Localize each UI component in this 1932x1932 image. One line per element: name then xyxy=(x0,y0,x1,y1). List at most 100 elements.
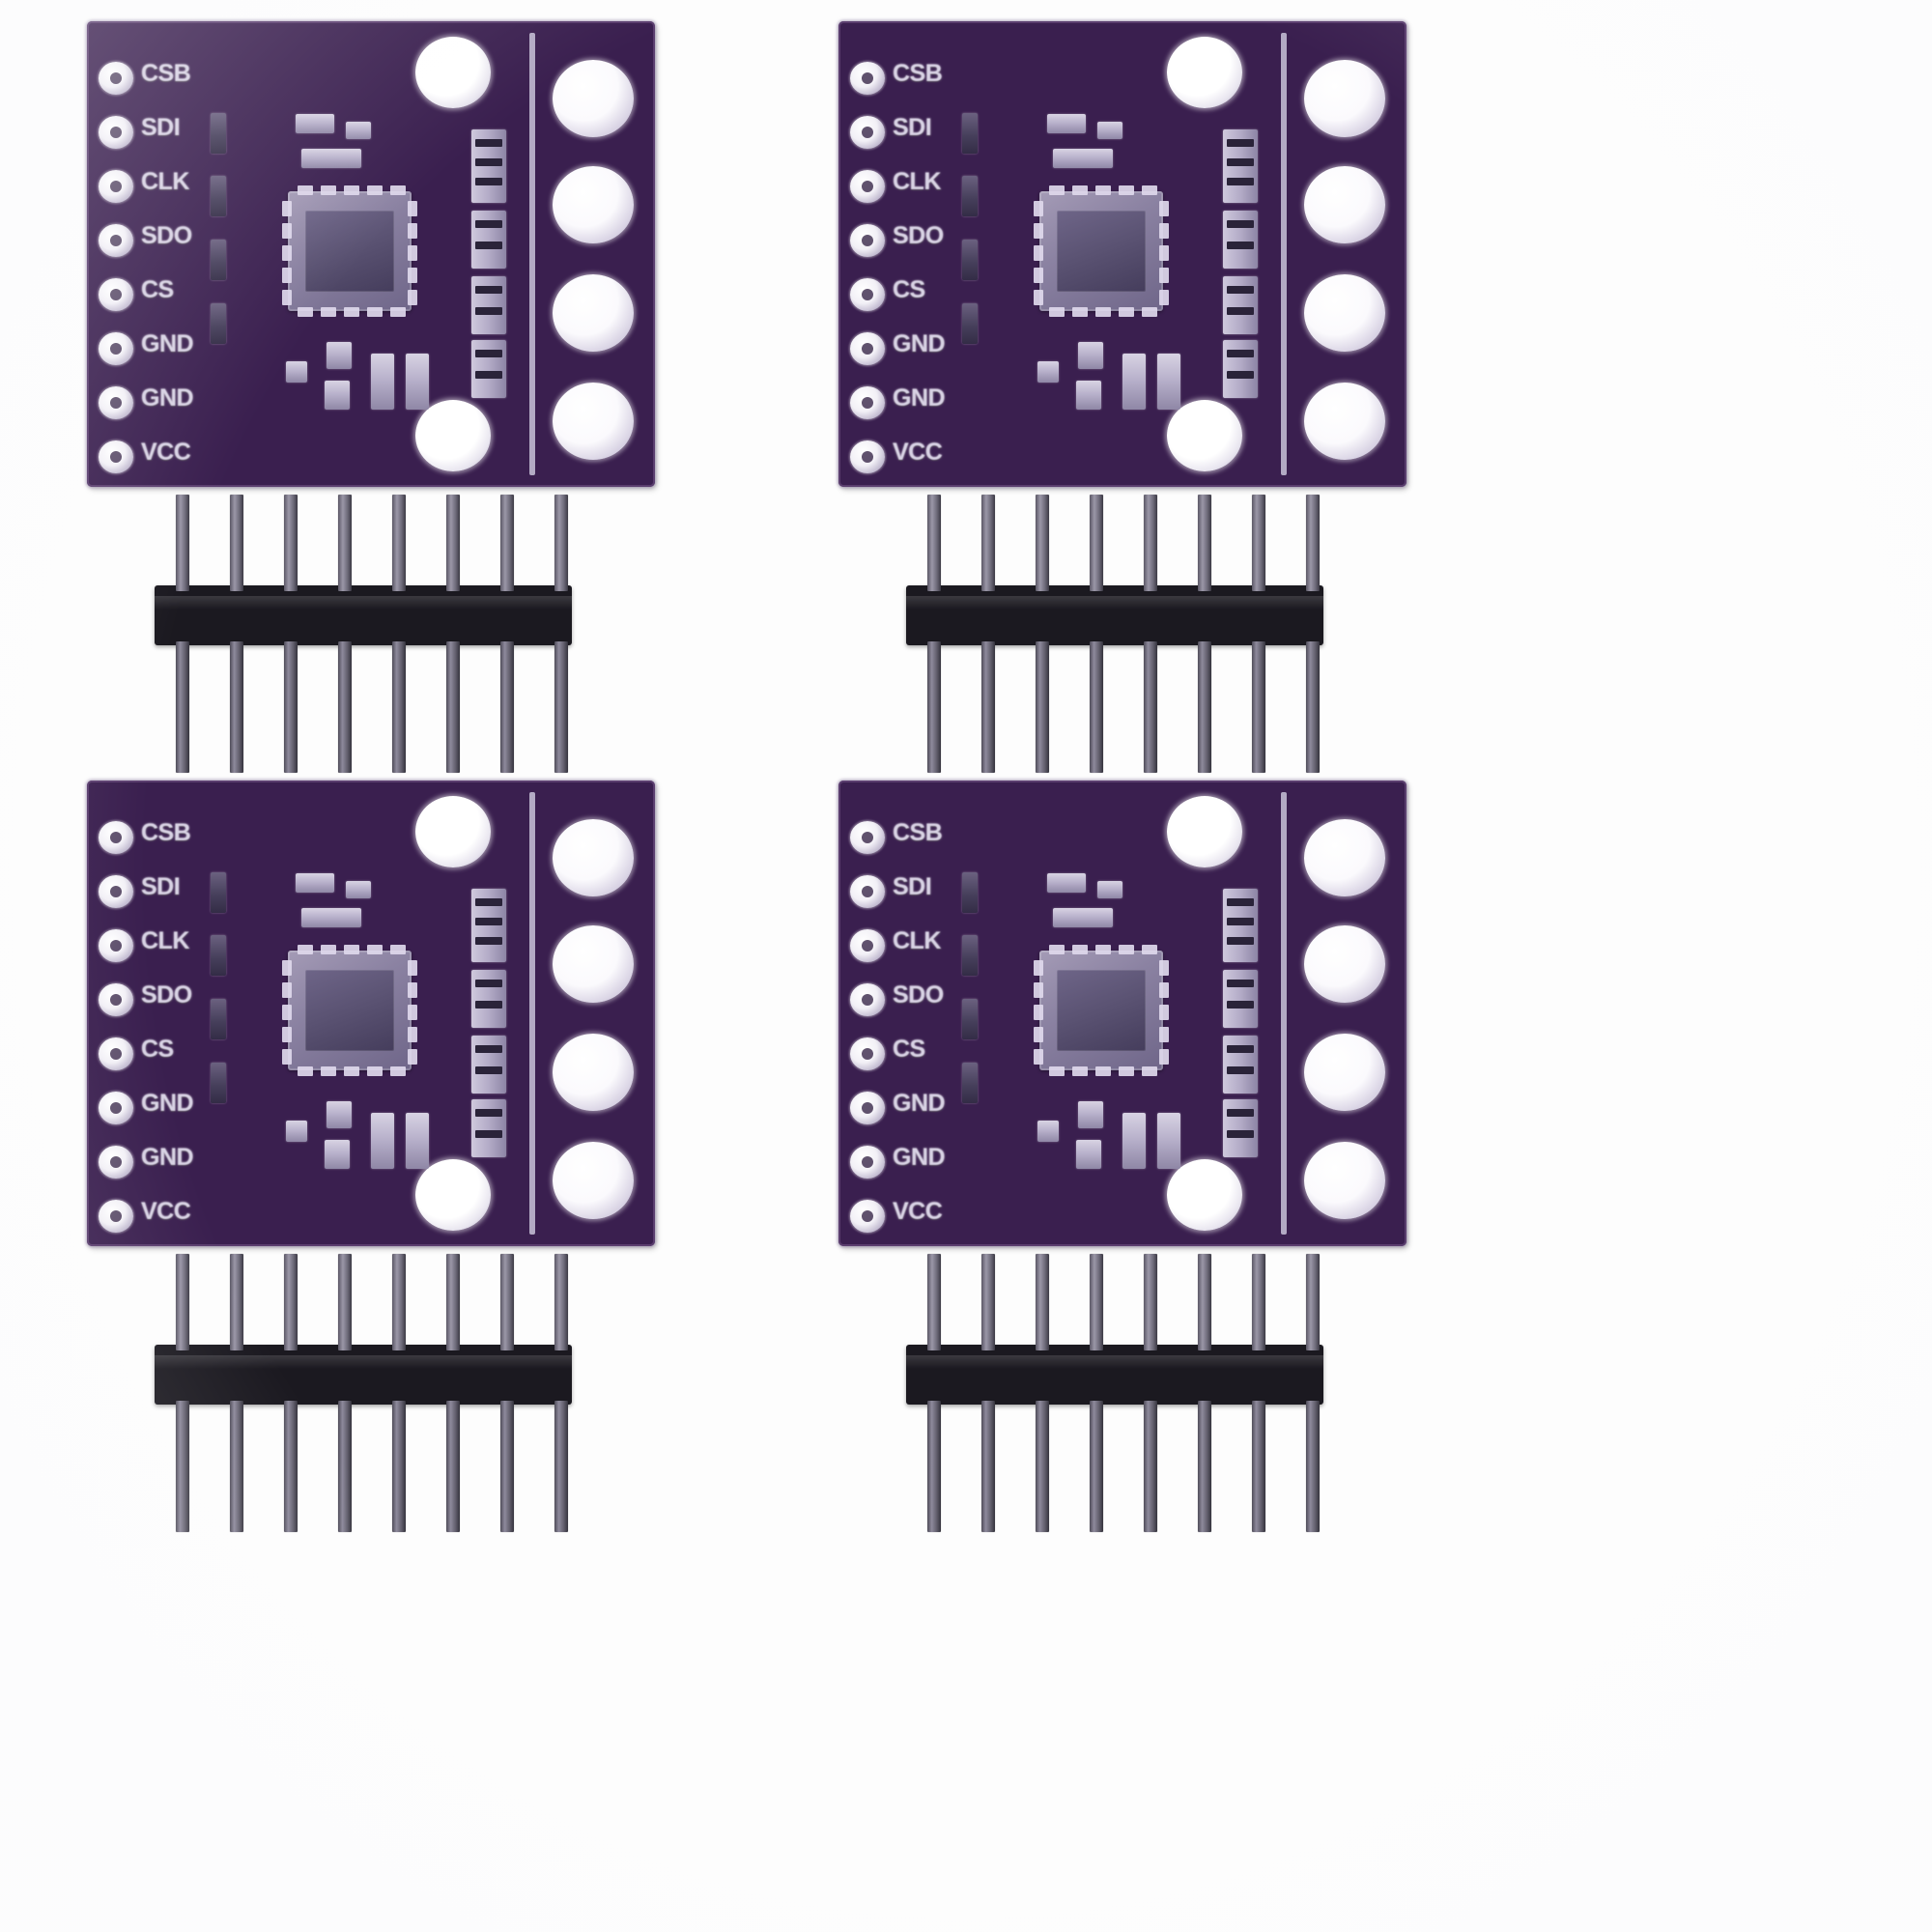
pin-pad-7[interactable] xyxy=(850,386,885,419)
header-pin-bottom-7[interactable] xyxy=(1252,1401,1265,1532)
header-pin-bottom-1[interactable] xyxy=(927,1401,941,1532)
pin-pad-4[interactable] xyxy=(850,983,885,1016)
pin-pad-5[interactable] xyxy=(99,278,133,311)
pin-pad-3[interactable] xyxy=(850,929,885,962)
pin-pad-1[interactable] xyxy=(850,821,885,854)
pin-pad-7[interactable] xyxy=(850,1146,885,1179)
solder-pad-4[interactable] xyxy=(1304,383,1385,460)
pin-pad-2[interactable] xyxy=(850,875,885,908)
pin-pad-6[interactable] xyxy=(99,332,133,365)
header-pin-top-3[interactable] xyxy=(1036,495,1049,591)
header-pin-top-2[interactable] xyxy=(230,495,243,591)
header-pin-top-6[interactable] xyxy=(446,1254,460,1350)
pin-pad-3[interactable] xyxy=(850,170,885,203)
solder-pad-3[interactable] xyxy=(1304,1034,1385,1111)
header-pin-top-6[interactable] xyxy=(1198,1254,1211,1350)
header-pin-bottom-2[interactable] xyxy=(230,1401,243,1532)
header-pin-bottom-4[interactable] xyxy=(338,641,352,773)
pin-pad-8[interactable] xyxy=(850,1200,885,1233)
header-pin-bottom-7[interactable] xyxy=(500,641,514,773)
header-pin-top-4[interactable] xyxy=(338,1254,352,1350)
pin-pad-6[interactable] xyxy=(850,332,885,365)
header-pin-top-7[interactable] xyxy=(500,495,514,591)
solder-pad-4[interactable] xyxy=(553,383,634,460)
header-pin-bottom-3[interactable] xyxy=(1036,1401,1049,1532)
header-pin-bottom-4[interactable] xyxy=(338,1401,352,1532)
header-pin-top-8[interactable] xyxy=(1306,495,1320,591)
header-pin-bottom-8[interactable] xyxy=(1306,1401,1320,1532)
header-pin-top-8[interactable] xyxy=(554,1254,568,1350)
pin-pad-8[interactable] xyxy=(850,440,885,473)
header-pin-bottom-7[interactable] xyxy=(500,1401,514,1532)
header-pin-bottom-7[interactable] xyxy=(1252,641,1265,773)
header-pin-top-5[interactable] xyxy=(392,1254,406,1350)
header-pin-bottom-6[interactable] xyxy=(446,1401,460,1532)
pin-pad-6[interactable] xyxy=(850,1092,885,1124)
header-pin-top-1[interactable] xyxy=(176,495,189,591)
header-pin-top-7[interactable] xyxy=(500,1254,514,1350)
header-pin-bottom-5[interactable] xyxy=(392,641,406,773)
header-pin-top-4[interactable] xyxy=(338,495,352,591)
header-pin-bottom-1[interactable] xyxy=(176,641,189,773)
header-pin-top-3[interactable] xyxy=(1036,1254,1049,1350)
solder-pad-2[interactable] xyxy=(1304,925,1385,1003)
pin-pad-5[interactable] xyxy=(850,1037,885,1070)
header-pin-top-4[interactable] xyxy=(1090,495,1103,591)
pin-pad-7[interactable] xyxy=(99,1146,133,1179)
header-pin-top-8[interactable] xyxy=(1306,1254,1320,1350)
header-pin-top-1[interactable] xyxy=(927,495,941,591)
solder-pad-1[interactable] xyxy=(553,819,634,896)
solder-pad-2[interactable] xyxy=(553,166,634,243)
pin-pad-8[interactable] xyxy=(99,440,133,473)
header-pin-bottom-6[interactable] xyxy=(446,641,460,773)
header-pin-top-2[interactable] xyxy=(230,1254,243,1350)
solder-pad-2[interactable] xyxy=(553,925,634,1003)
header-pin-top-3[interactable] xyxy=(284,495,298,591)
header-pin-bottom-5[interactable] xyxy=(1144,641,1157,773)
header-pin-top-5[interactable] xyxy=(1144,1254,1157,1350)
header-pin-top-2[interactable] xyxy=(981,1254,995,1350)
header-pin-bottom-2[interactable] xyxy=(230,641,243,773)
header-pin-bottom-2[interactable] xyxy=(981,1401,995,1532)
header-pin-top-2[interactable] xyxy=(981,495,995,591)
header-pin-top-1[interactable] xyxy=(176,1254,189,1350)
header-pin-top-6[interactable] xyxy=(1198,495,1211,591)
solder-pad-2[interactable] xyxy=(1304,166,1385,243)
header-pin-top-1[interactable] xyxy=(927,1254,941,1350)
solder-pad-3[interactable] xyxy=(553,274,634,352)
pin-pad-8[interactable] xyxy=(99,1200,133,1233)
pin-pad-2[interactable] xyxy=(99,116,133,149)
header-pin-top-5[interactable] xyxy=(1144,495,1157,591)
solder-pad-1[interactable] xyxy=(1304,819,1385,896)
header-pin-bottom-4[interactable] xyxy=(1090,1401,1103,1532)
pin-pad-5[interactable] xyxy=(850,278,885,311)
header-pin-bottom-3[interactable] xyxy=(1036,641,1049,773)
header-pin-bottom-1[interactable] xyxy=(176,1401,189,1532)
pin-pad-2[interactable] xyxy=(99,875,133,908)
pin-pad-3[interactable] xyxy=(99,929,133,962)
header-pin-bottom-4[interactable] xyxy=(1090,641,1103,773)
header-pin-bottom-6[interactable] xyxy=(1198,641,1211,773)
pin-pad-1[interactable] xyxy=(99,62,133,95)
header-pin-bottom-2[interactable] xyxy=(981,641,995,773)
pin-pad-1[interactable] xyxy=(850,62,885,95)
solder-pad-4[interactable] xyxy=(1304,1142,1385,1219)
header-pin-top-8[interactable] xyxy=(554,495,568,591)
pin-pad-4[interactable] xyxy=(850,224,885,257)
header-pin-top-7[interactable] xyxy=(1252,495,1265,591)
pin-pad-4[interactable] xyxy=(99,224,133,257)
header-pin-top-3[interactable] xyxy=(284,1254,298,1350)
solder-pad-4[interactable] xyxy=(553,1142,634,1219)
solder-pad-3[interactable] xyxy=(553,1034,634,1111)
header-pin-bottom-1[interactable] xyxy=(927,641,941,773)
pin-pad-2[interactable] xyxy=(850,116,885,149)
pin-pad-6[interactable] xyxy=(99,1092,133,1124)
pin-pad-7[interactable] xyxy=(99,386,133,419)
solder-pad-1[interactable] xyxy=(553,60,634,137)
header-pin-bottom-5[interactable] xyxy=(392,1401,406,1532)
header-pin-bottom-6[interactable] xyxy=(1198,1401,1211,1532)
header-pin-top-6[interactable] xyxy=(446,495,460,591)
header-pin-bottom-3[interactable] xyxy=(284,1401,298,1532)
pin-pad-5[interactable] xyxy=(99,1037,133,1070)
solder-pad-3[interactable] xyxy=(1304,274,1385,352)
